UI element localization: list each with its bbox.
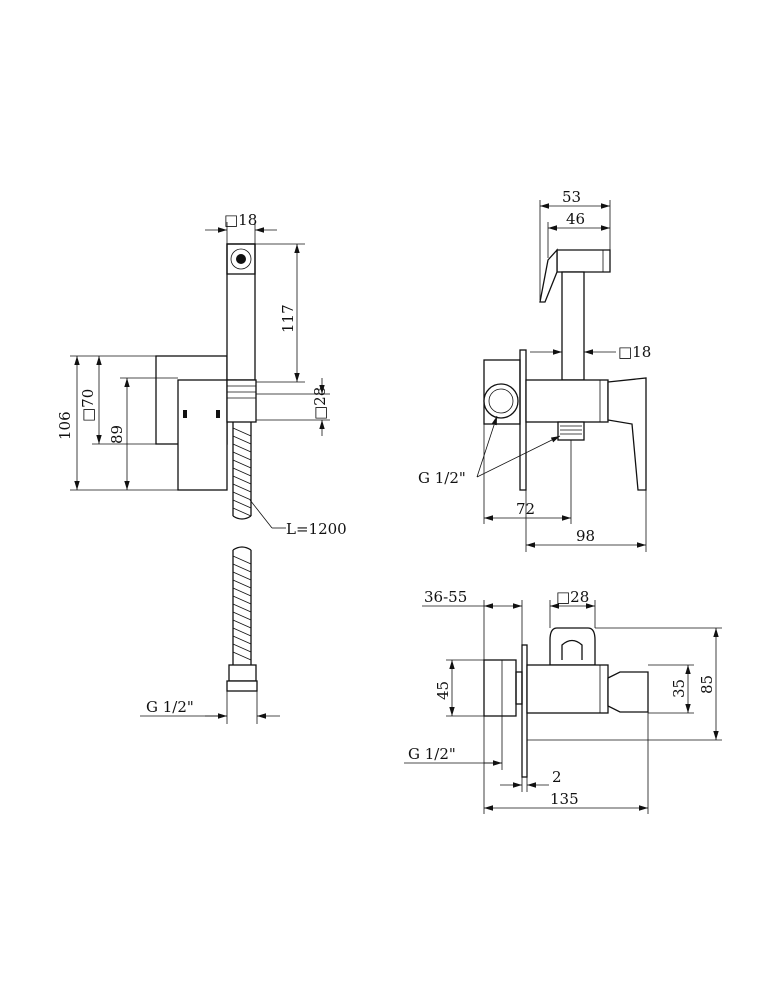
hose-connector <box>226 379 257 423</box>
spray-stem <box>561 271 585 381</box>
dim-height-85: 85 <box>698 675 716 694</box>
dim-stem-square: □18 <box>618 343 651 361</box>
dim-hose-length: L=1200 <box>286 520 347 538</box>
dim-thread: G 1/2" <box>418 469 466 487</box>
dim-width-46: 46 <box>566 210 585 228</box>
dim-depth-72: 72 <box>516 500 535 518</box>
dim-thread: G 1/2" <box>408 745 456 763</box>
spray-trigger <box>539 248 558 303</box>
dim-depth-98: 98 <box>576 527 595 545</box>
wall-plate <box>521 644 528 778</box>
thread-outlet <box>557 421 585 441</box>
dim-holder-square: □28 <box>556 588 589 606</box>
valve-lever <box>607 671 649 713</box>
dim-range: 36-55 <box>424 588 467 606</box>
hose-top <box>232 422 252 520</box>
holder-bracket <box>483 359 521 425</box>
nozzle-icon <box>230 248 252 270</box>
dim-height-89: 89 <box>108 425 126 444</box>
valve-body <box>525 379 609 423</box>
hose-end-fitting <box>228 664 257 682</box>
flange-nut <box>515 671 523 705</box>
right-top-view: 53 46 □18 G 1/2" 72 98 <box>418 188 651 552</box>
right-bottom-view: 36-55 □28 45 35 85 G 1/2" 2 <box>404 588 722 814</box>
dim-height-117: 117 <box>279 304 297 333</box>
hose-bottom <box>232 546 252 665</box>
dim-length-135: 135 <box>550 790 579 808</box>
dim-height-35: 35 <box>670 679 688 698</box>
holder-screw <box>216 410 220 418</box>
spray-head-stem <box>226 243 256 381</box>
valve-body <box>526 664 609 714</box>
spray-head <box>556 249 611 273</box>
dim-head-square: □18 <box>224 211 257 229</box>
holder-block <box>177 379 228 491</box>
hose-end-nut <box>226 680 258 692</box>
dim-width-53: 53 <box>562 188 581 206</box>
wall-flange <box>483 659 517 717</box>
holder-top <box>549 627 596 666</box>
dim-gap-2: 2 <box>552 768 562 786</box>
holder-screw <box>183 410 187 418</box>
nozzle-center <box>236 254 246 264</box>
wall-plate <box>519 349 527 491</box>
dim-plate-square: □70 <box>79 389 97 422</box>
valve-lever <box>607 377 647 491</box>
dim-connector-square: □28 <box>311 387 329 420</box>
dim-height-106: 106 <box>56 411 74 440</box>
left-view: □18 117 □28 106 □70 89 L=1200 <box>56 211 347 724</box>
dim-hose-thread: G 1/2" <box>146 698 194 716</box>
dim-height-45: 45 <box>434 681 452 700</box>
spray-head <box>226 243 256 275</box>
